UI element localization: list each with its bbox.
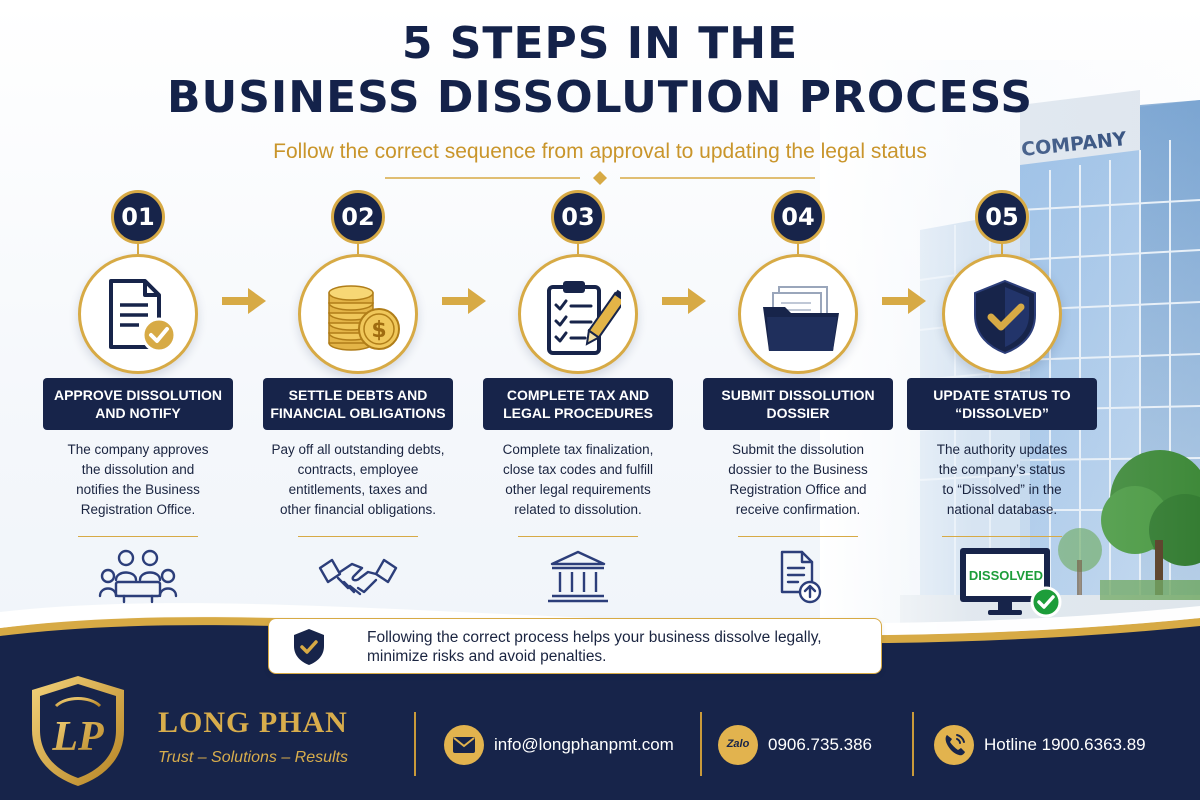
step-3: 03 COMPLETE TAX AND LEGAL PROCEDURES Com… xyxy=(478,190,678,610)
envelope-icon xyxy=(453,737,475,753)
brand-tagline: Trust – Solutions – Results xyxy=(158,749,349,766)
step-description: Complete tax finalization,close tax code… xyxy=(502,442,654,517)
title-divider xyxy=(385,171,815,185)
step-number: 03 xyxy=(551,190,605,244)
step-connector xyxy=(137,242,139,254)
step-icon-circle xyxy=(518,254,638,374)
step-icon-circle xyxy=(942,254,1062,374)
arrow-right-icon xyxy=(222,288,266,314)
zalo-contact[interactable]: Zalo xyxy=(718,725,758,765)
step-4: 04 SUBMIT DISSOLUTION DOSSIER Submit the… xyxy=(698,190,898,610)
dissolved-status-text: DISSOLVED xyxy=(968,568,1044,583)
step-icon-circle: $ xyxy=(298,254,418,374)
step-icon-circle xyxy=(738,254,858,374)
step-separator xyxy=(942,536,1062,537)
meeting-icon xyxy=(98,549,178,604)
email-link[interactable]: info@longphanpmt.com xyxy=(494,735,674,754)
document-check-icon xyxy=(109,279,177,353)
phone-icon xyxy=(945,734,965,756)
long-phan-logo: LP xyxy=(32,676,124,786)
arrow-right-icon xyxy=(442,288,486,314)
document-upload-icon xyxy=(780,550,822,604)
government-building-icon xyxy=(548,550,608,603)
step-label: SUBMIT DISSOLUTION DOSSIER xyxy=(703,378,893,430)
clipboard-checklist-icon xyxy=(547,281,621,355)
step-1: 01 APPROVE DISSOLUTION AND NOTIFY The co… xyxy=(38,190,238,610)
step-separator xyxy=(78,536,198,537)
step-description: Pay off all outstanding debts,contracts,… xyxy=(271,442,445,517)
step-label: UPDATE STATUS TO “DISSOLVED” xyxy=(907,378,1097,430)
monitor-icon xyxy=(960,548,1062,618)
footer-divider xyxy=(414,712,416,776)
step-connector xyxy=(797,242,799,254)
step-5: 05 UPDATE STATUS TO “DISSOLVED” The auth… xyxy=(902,190,1102,610)
page-title-line2: BUSINESS DISSOLUTION PROCESS xyxy=(166,72,1034,123)
hotline-contact[interactable] xyxy=(934,725,974,765)
coins-icon: $ xyxy=(328,285,400,351)
step-label: COMPLETE TAX AND LEGAL PROCEDURES xyxy=(483,378,673,430)
note-callout: Following the correct process helps your… xyxy=(268,618,882,674)
step-separator xyxy=(298,536,418,537)
zalo-number[interactable]: 0906.735.386 xyxy=(768,735,872,754)
footer-divider xyxy=(700,712,702,776)
note-text: Following the correct process helps your… xyxy=(367,629,822,665)
page-title-line1: 5 STEPS IN THE xyxy=(401,18,799,69)
handshake-icon xyxy=(318,558,398,596)
step-number: 05 xyxy=(975,190,1029,244)
shield-check-icon xyxy=(294,629,324,665)
step-connector xyxy=(357,242,359,254)
step-separator xyxy=(518,536,638,537)
zalo-badge: Zalo xyxy=(726,738,750,750)
hotline-number[interactable]: Hotline 1900.6363.89 xyxy=(984,735,1146,754)
footer-divider xyxy=(912,712,914,776)
step-icon-circle xyxy=(78,254,198,374)
arrow-right-icon xyxy=(882,288,926,314)
svg-text:$: $ xyxy=(371,318,386,343)
step-2: 02 $ SETTLE DEBTS AND FINANCIAL OBLIG xyxy=(258,190,458,610)
step-connector xyxy=(577,242,579,254)
step-number: 04 xyxy=(771,190,825,244)
shield-check-icon xyxy=(974,279,1036,355)
step-label: SETTLE DEBTS AND FINANCIAL OBLIGATIONS xyxy=(263,378,453,430)
step-label: APPROVE DISSOLUTION AND NOTIFY xyxy=(43,378,233,430)
arrow-right-icon xyxy=(662,288,706,314)
step-connector xyxy=(1001,242,1003,254)
svg-text:LP: LP xyxy=(51,714,104,760)
step-number: 02 xyxy=(331,190,385,244)
folder-icon xyxy=(763,286,839,351)
brand-name: LONG PHAN xyxy=(158,706,348,739)
step-separator xyxy=(738,536,858,537)
step-number: 01 xyxy=(111,190,165,244)
page-subtitle: Follow the correct sequence from approva… xyxy=(273,140,927,163)
email-contact[interactable] xyxy=(444,725,484,765)
